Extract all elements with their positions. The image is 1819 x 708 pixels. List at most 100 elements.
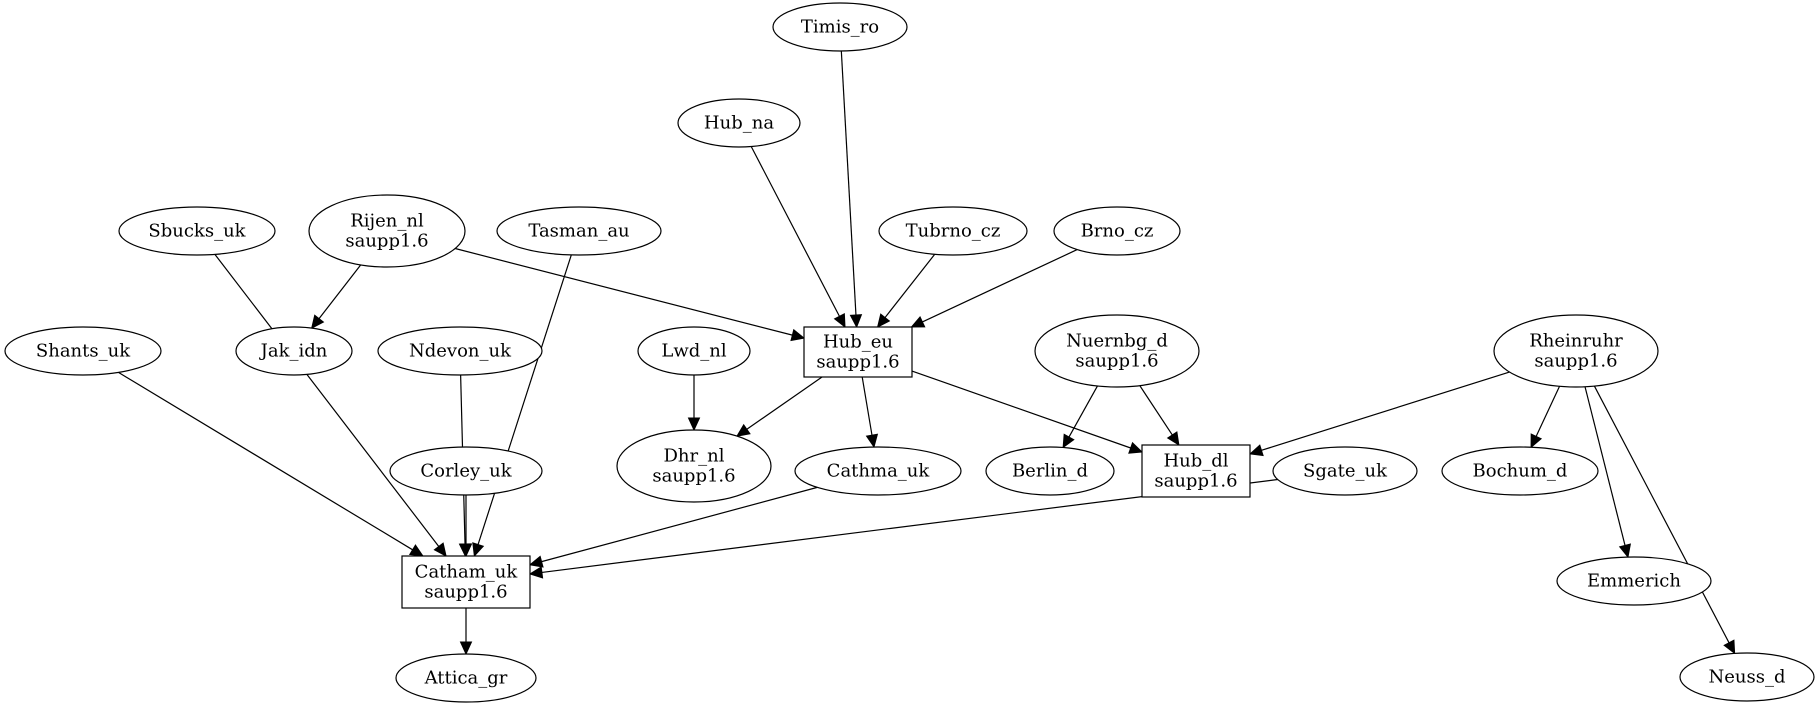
node-tubrno-cz[interactable]: Tubrno_cz [878,206,1028,256]
edge-rheinruhr-to-bochum_d [1530,386,1561,449]
node-berlin-d[interactable]: Berlin_d [985,446,1115,496]
edge-corley_uk-to-catham_uk [459,495,473,558]
node-timis-ro[interactable]: Timis_ro [772,2,908,52]
edge-nuernbg_d-to-berlin_d [1062,385,1099,449]
node-label: Rheinruhr [1529,331,1623,352]
node-label: Hub_eu [823,332,893,353]
node-lwd-nl[interactable]: Lwd_nl [637,326,751,376]
edge-line [541,486,818,563]
node-label: Ndevon_uk [409,341,512,362]
arrowhead-icon [528,555,544,568]
arrowhead-icon [876,313,891,328]
node-ellipse [878,206,1028,256]
node-label: Berlin_d [1012,461,1088,482]
node-sublabel: saupp1.6 [1534,351,1617,372]
edge-timis_ro-to-hub_eu [840,50,863,329]
node-label: Hub_dl [1163,451,1228,472]
node-sbucks-uk[interactable]: Sbucks_uk [118,206,276,256]
node-sublabel: saupp1.6 [816,352,899,373]
arrowhead-icon [1166,431,1180,447]
arrowhead-icon [1530,433,1543,449]
node-jak-idn[interactable]: Jak_idn [235,326,353,376]
edge-line [1139,385,1173,436]
node-label: Tubrno_cz [906,221,1001,242]
node-emmerich[interactable]: Emmerich [1556,556,1712,606]
node-sublabel: saupp1.6 [1154,471,1237,492]
arrowhead-icon [1248,444,1264,457]
edge-lwd_nl-to-dhr_nl [687,375,701,432]
edge-tubrno_cz-to-hub_eu [876,253,936,328]
edge-cathma_uk-to-catham_uk [528,486,818,568]
edge-line [1584,386,1626,546]
edge-line [750,146,841,317]
node-sublabel: saupp1.6 [345,231,428,252]
node-neuss-d[interactable]: Neuss_d [1679,652,1815,702]
arrowhead-icon [433,542,447,557]
node-label: Corley_uk [420,461,512,482]
arrowhead-icon [528,566,544,579]
node-ellipse [985,446,1115,496]
node-sublabel: saupp1.6 [652,466,735,487]
node-ellipse [377,326,543,376]
node-shants-uk[interactable]: Shants_uk [4,326,162,376]
node-brno-cz[interactable]: Brno_cz [1053,206,1181,256]
arrowhead-icon [472,542,485,558]
node-label: Hub_na [704,113,774,134]
node-label: Lwd_nl [661,341,726,362]
node-hub-na[interactable]: Hub_na [677,98,801,148]
edge-tasman_au-to-catham_uk [472,254,572,558]
node-ellipse [794,446,962,496]
node-sgate-uk[interactable]: Sgate_uk [1272,446,1418,496]
edge-rheinruhr-to-hub_dl [1248,371,1510,457]
node-ellipse [395,653,537,703]
node-corley-uk[interactable]: Corley_uk [389,446,543,496]
node-cathma-uk[interactable]: Cathma_uk [794,446,962,496]
node-attica-gr[interactable]: Attica_gr [395,653,537,703]
edge-brno_cz-to-hub_eu [910,249,1078,328]
edge-sbucks_uk-to-catham_uk [214,253,447,557]
node-label: Nuernbg_d [1066,331,1168,352]
node-label: Cathma_uk [827,461,931,482]
edge-line [1535,386,1561,437]
arrowhead-icon [735,423,751,437]
edge-line [840,50,857,316]
edge-line [884,253,936,318]
arrowhead-icon [910,316,926,328]
arrowhead-icon [459,543,473,558]
edge-hub_eu-to-cathma_uk [861,376,879,449]
edge-shants_uk-to-catham_uk [118,371,424,557]
node-label: Catham_uk [415,562,519,583]
node-ellipse [308,194,466,268]
node-ndevon-uk[interactable]: Ndevon_uk [377,326,543,376]
node-ellipse [677,98,801,148]
node-ellipse [1034,314,1200,388]
node-ellipse [118,206,276,256]
arrowhead-icon [865,433,879,449]
node-label: Tasman_au [528,221,629,242]
node-bochum-d[interactable]: Bochum_d [1441,446,1599,496]
arrowhead-icon [310,314,325,330]
node-sublabel: saupp1.6 [1075,351,1158,372]
arrowhead-icon [459,641,473,656]
node-ellipse [1679,652,1815,702]
arrowhead-icon [687,417,701,432]
node-ellipse [4,326,162,376]
node-label: Sbucks_uk [148,221,246,242]
node-label: Bochum_d [1473,461,1568,482]
edge-line [746,376,823,430]
arrowhead-icon [849,314,863,329]
edge-line [214,253,440,547]
node-ellipse [496,206,662,256]
node-label: Jak_idn [259,341,328,362]
node-tasman-au[interactable]: Tasman_au [496,206,662,256]
arrowhead-icon [833,313,846,329]
